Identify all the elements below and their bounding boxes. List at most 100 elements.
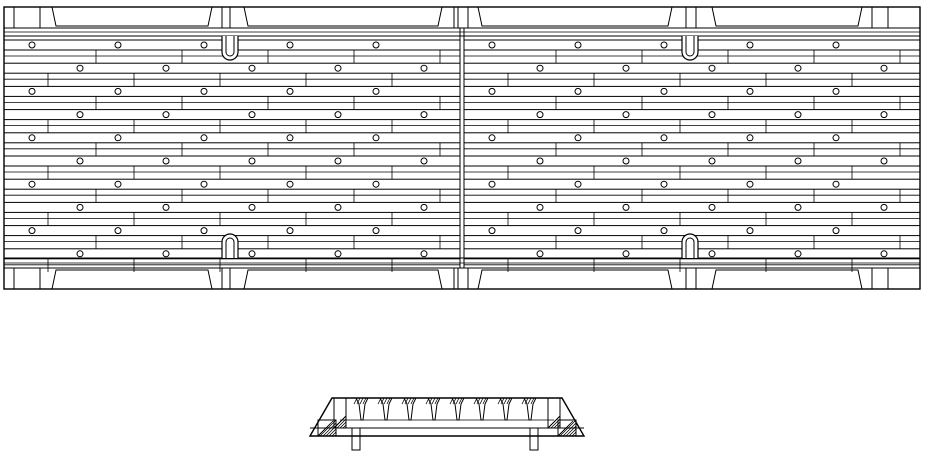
- bolt-hole: [794, 250, 802, 258]
- bolt-hole: [76, 250, 84, 258]
- bolt-hole: [794, 64, 802, 72]
- section-right-wall-hatch: [553, 421, 561, 429]
- bolt-hole: [660, 134, 668, 142]
- section-leg: [529, 427, 539, 451]
- bolt-hole: [420, 203, 428, 211]
- bolt-hole: [880, 64, 888, 72]
- bolt-hole: [622, 111, 630, 119]
- bolt-hole: [622, 64, 630, 72]
- bolt-hole: [372, 180, 380, 188]
- bolt-hole: [248, 250, 256, 258]
- bearing-bar: [463, 155, 921, 167]
- bolt-hole: [708, 203, 716, 211]
- bolt-hole: [162, 203, 170, 211]
- bolt-hole: [660, 87, 668, 95]
- bottom-lug: [477, 269, 673, 290]
- section-left-foot-hatch: [334, 434, 337, 437]
- bolt-hole: [248, 157, 256, 165]
- section-bar-hatch: [479, 397, 484, 405]
- bolt-hole: [162, 157, 170, 165]
- section-bar-hatch: [527, 397, 532, 405]
- bearing-bar: [3, 201, 461, 213]
- section-bar-hatch: [383, 397, 388, 405]
- section-left-foot: [317, 419, 337, 437]
- section-bar-hatch: [353, 397, 358, 405]
- section-bar-hatch: [404, 397, 409, 405]
- bolt-hole: [76, 203, 84, 211]
- bolt-hole: [372, 227, 380, 235]
- bolt-hole: [488, 87, 496, 95]
- bolt-hole: [708, 64, 716, 72]
- bottom-lug: [711, 269, 863, 290]
- top-lug: [243, 6, 443, 27]
- bolt-hole: [488, 134, 496, 142]
- section-left-foot-hatch: [317, 420, 334, 437]
- bolt-hole: [832, 134, 840, 142]
- bolt-hole: [794, 203, 802, 211]
- section-bar-hatch: [455, 397, 460, 405]
- section-bar-hatch: [449, 397, 454, 405]
- bolt-hole: [536, 250, 544, 258]
- section-left-foot-hatch: [328, 428, 337, 437]
- bolt-hole: [746, 227, 754, 235]
- bolt-hole: [114, 41, 122, 49]
- bolt-hole: [622, 157, 630, 165]
- bolt-hole: [286, 41, 294, 49]
- bearing-bar: [3, 109, 461, 121]
- section-bar-hatch: [428, 397, 433, 405]
- bolt-hole: [536, 64, 544, 72]
- section-bar-hatch: [410, 397, 415, 405]
- bolt-hole: [162, 64, 170, 72]
- bolt-hole: [162, 250, 170, 258]
- bearing-bar: [3, 132, 461, 144]
- bolt-hole: [832, 227, 840, 235]
- bolt-hole: [114, 87, 122, 95]
- bolt-hole: [28, 134, 36, 142]
- bolt-hole: [660, 41, 668, 49]
- top-lug: [477, 6, 673, 27]
- section-right-wall-hatch: [547, 415, 561, 429]
- bolt-hole: [334, 250, 342, 258]
- bolt-hole: [334, 64, 342, 72]
- bolt-hole: [76, 157, 84, 165]
- bolt-hole: [200, 227, 208, 235]
- bolt-hole: [372, 87, 380, 95]
- bolt-hole: [162, 111, 170, 119]
- bolt-hole: [794, 157, 802, 165]
- bolt-hole: [28, 227, 36, 235]
- bottom-lug: [51, 269, 213, 290]
- section-bar-hatch: [401, 397, 406, 405]
- top-lug: [711, 6, 863, 27]
- section-bar-tooth: [475, 397, 489, 421]
- section-bar-hatch: [356, 397, 361, 405]
- bolt-hole: [574, 227, 582, 235]
- bolt-hole: [114, 227, 122, 235]
- bolt-hole: [114, 134, 122, 142]
- bolt-hole: [488, 227, 496, 235]
- bolt-hole: [536, 111, 544, 119]
- bolt-hole: [76, 64, 84, 72]
- section-bar-hatch: [500, 397, 505, 405]
- bolt-hole: [832, 87, 840, 95]
- section-bar-tooth: [523, 397, 537, 421]
- bolt-hole: [708, 111, 716, 119]
- bolt-hole: [746, 180, 754, 188]
- bearing-bar: [3, 85, 461, 97]
- bolt-hole: [420, 250, 428, 258]
- section-bar-hatch: [473, 397, 478, 405]
- bolt-hole: [286, 134, 294, 142]
- section-left-wall-hatch: [336, 418, 347, 429]
- bolt-hole: [76, 111, 84, 119]
- bolt-hole: [488, 180, 496, 188]
- bearing-bar: [3, 62, 461, 74]
- bottom-lug: [243, 269, 443, 290]
- bolt-hole: [746, 134, 754, 142]
- section-bar-tooth: [499, 397, 513, 421]
- section-bar-hatch: [362, 397, 367, 405]
- section-bar-hatch: [431, 397, 436, 405]
- section-right-foot-hatch: [562, 422, 577, 437]
- bolt-hole: [200, 134, 208, 142]
- bolt-hole: [114, 180, 122, 188]
- section-right-foot-hatch: [571, 431, 577, 437]
- bolt-hole: [880, 203, 888, 211]
